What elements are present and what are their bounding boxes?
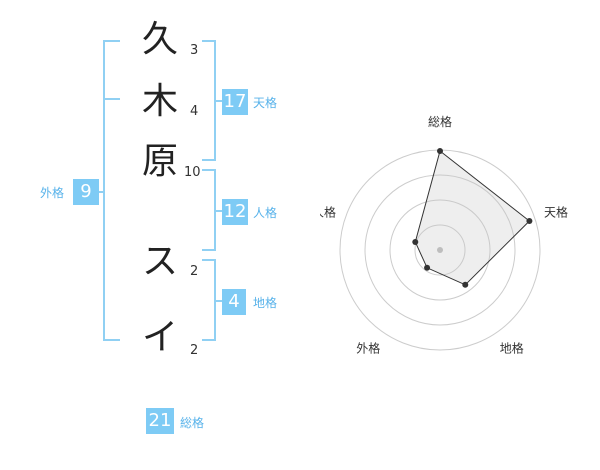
radar-point-0 [437, 148, 443, 154]
radar-point-2 [462, 281, 469, 288]
gaikaku-bracket [103, 40, 120, 341]
jinkaku-value: 12 [222, 199, 248, 225]
stroke-count-3: 10 [184, 165, 201, 180]
name-char-2: 木 [141, 81, 178, 122]
brackets [88, 40, 222, 341]
jinkaku-label: 人格 [253, 206, 278, 220]
radar-ring-1 [414, 224, 466, 276]
radar-polygon [414, 150, 531, 286]
radar-center [437, 247, 443, 253]
jinkaku-bracket [202, 169, 216, 251]
chikaku-label: 地格 [253, 296, 278, 310]
soukaku-label: 総格 [180, 416, 205, 430]
chikaku-bracket [202, 259, 216, 341]
radar-axis-label-2: 地格 [500, 341, 524, 356]
radar-point-4 [412, 238, 419, 245]
stroke-count-1: 3 [190, 43, 199, 58]
radar-point-1 [526, 217, 533, 224]
gaikaku-value: 9 [73, 179, 99, 205]
radar-axis-label-3: 外格 [356, 341, 380, 356]
radar-ring-3 [364, 174, 516, 326]
stroke-count-4: 2 [190, 264, 199, 279]
radar-axis-label-1: 天格 [544, 204, 568, 219]
tenkaku-label: 天格 [253, 96, 278, 110]
name-char-1: 久 [141, 19, 178, 60]
radar-point-3 [424, 264, 431, 271]
radar-ring-2 [389, 199, 491, 301]
chikaku-value: 4 [222, 289, 246, 315]
tenkaku-bracket [202, 40, 216, 161]
tenkaku-value: 17 [222, 89, 248, 115]
name-char-4: ス [141, 241, 178, 282]
radar-axis-label-4: 人格 [320, 204, 336, 219]
stroke-count-5: 2 [190, 343, 199, 358]
name-char-3: 原 [141, 141, 178, 182]
radar-axis-label-0: 総格 [428, 114, 452, 129]
gaikaku-label: 外格 [40, 186, 65, 200]
soukaku-value: 21 [146, 408, 174, 434]
stroke-count-2: 4 [190, 104, 199, 119]
name-char-5: イ [141, 317, 178, 358]
